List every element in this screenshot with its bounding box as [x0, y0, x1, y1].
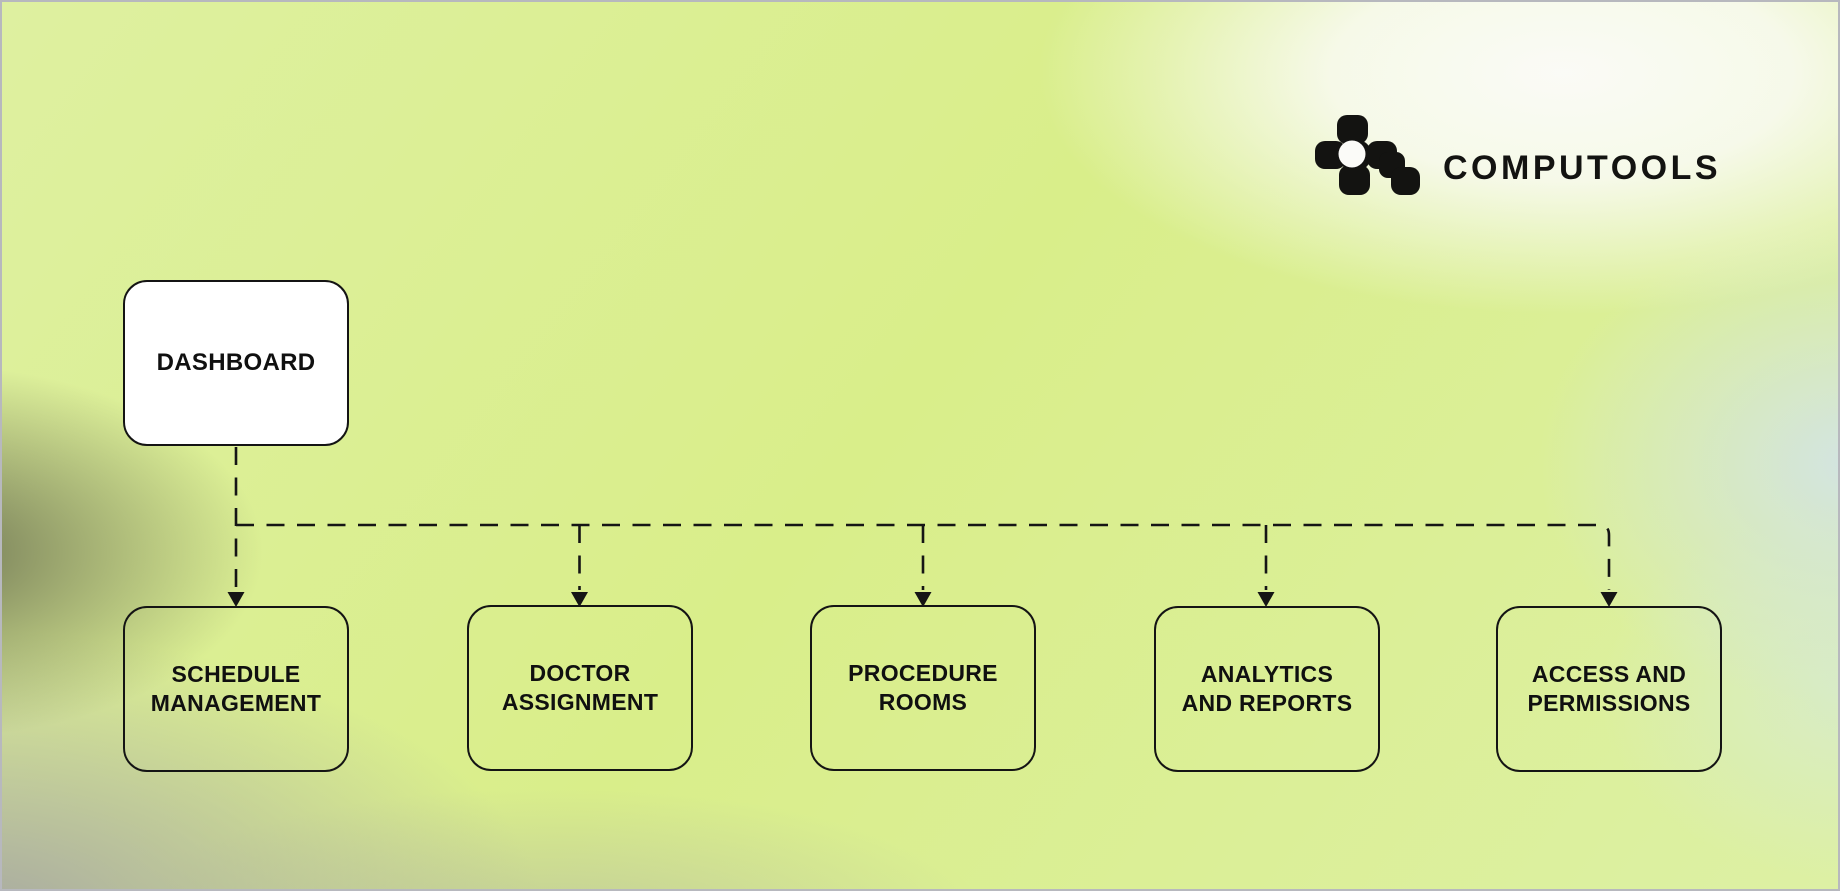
node-doctor-assignment[interactable]: DOCTOR ASSIGNMENT	[467, 605, 693, 771]
arrowhead-icon	[1257, 592, 1275, 607]
node-label: SCHEDULE MANAGEMENT	[150, 660, 322, 716]
node-dashboard[interactable]: DASHBOARD	[123, 280, 349, 446]
computools-logo-text: COMPUTOOLS	[1443, 149, 1722, 187]
node-label: DOCTOR ASSIGNMENT	[501, 659, 659, 715]
node-schedule-management[interactable]: SCHEDULE MANAGEMENT	[123, 606, 349, 772]
node-access-and-permissions[interactable]: ACCESS AND PERMISSIONS	[1496, 606, 1722, 772]
connector-trunk	[236, 523, 1611, 590]
node-label: DASHBOARD	[156, 348, 316, 376]
node-label: ACCESS AND PERMISSIONS	[1527, 660, 1691, 716]
node-analytics-and-reports[interactable]: ANALYTICS AND REPORTS	[1154, 606, 1380, 772]
arrowhead-icon	[227, 592, 245, 607]
node-label: ANALYTICS AND REPORTS	[1181, 660, 1353, 716]
node-procedure-rooms[interactable]: PROCEDURE ROOMS	[810, 605, 1036, 771]
computools-logo: COMPUTOOLS	[1315, 114, 1721, 196]
arrowhead-icon	[1600, 592, 1618, 607]
computools-logo-icon	[1315, 115, 1420, 195]
node-label: PROCEDURE ROOMS	[848, 659, 998, 715]
